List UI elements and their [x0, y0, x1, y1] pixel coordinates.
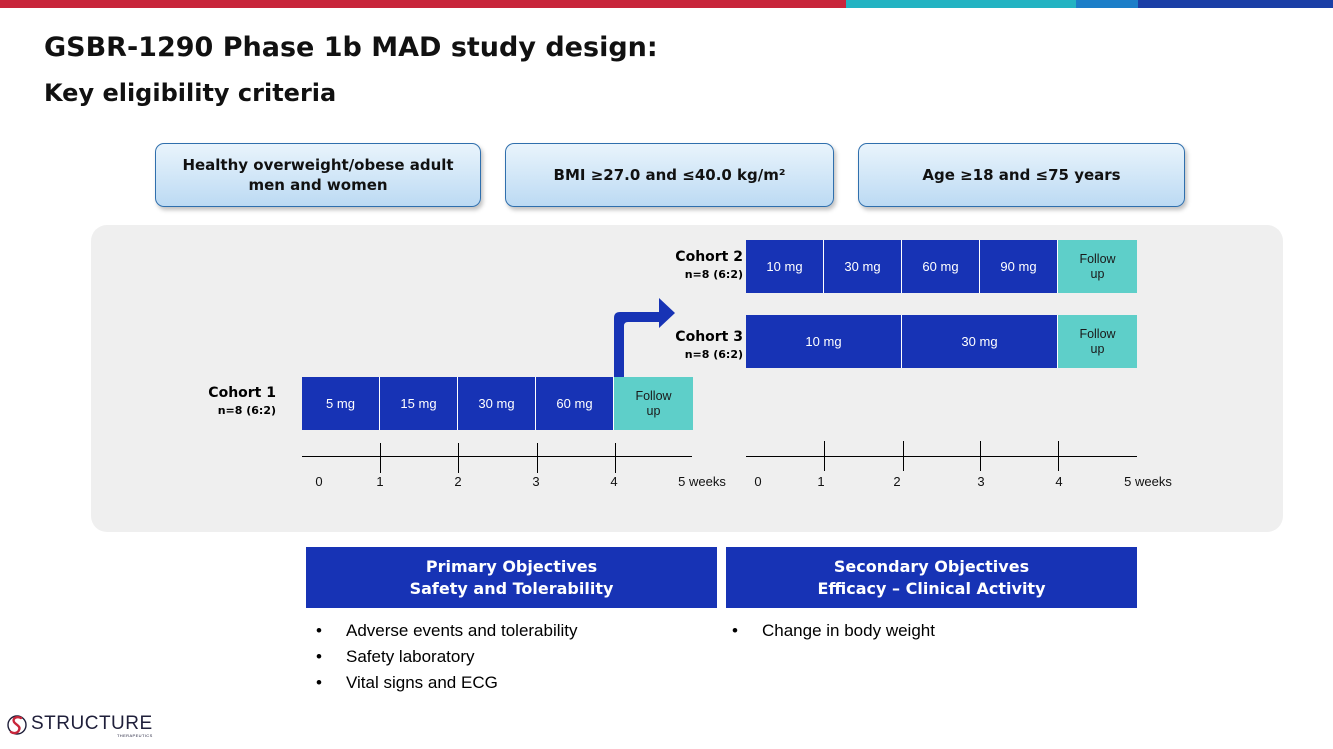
timeline-label: 5 weeks — [678, 474, 726, 489]
cohort-3-label: Cohort 3 n=8 (6:2) — [675, 328, 743, 363]
cohort-1-follow-up: Follow up — [614, 377, 693, 430]
cohort-2-dose-1: 10 mg — [746, 240, 824, 293]
secondary-objectives-subtitle: Efficacy – Clinical Activity — [817, 578, 1046, 598]
cohort-3-name: Cohort 3 — [675, 329, 743, 345]
timeline-tick — [537, 443, 538, 473]
cohort-1-label: Cohort 1 n=8 (6:2) — [208, 384, 276, 419]
page-subtitle: Key eligibility criteria — [44, 79, 337, 107]
timeline-label: 3 — [532, 474, 540, 489]
cohort-2-follow-up: Follow up — [1058, 240, 1137, 293]
cohort-1-size: n=8 (6:2) — [217, 404, 276, 417]
timeline-tick — [903, 441, 904, 471]
criterion-bmi: BMI ≥27.0 and ≤40.0 kg/m² — [505, 143, 834, 207]
timeline-label: 0 — [754, 474, 762, 489]
page-title: GSBR-1290 Phase 1b MAD study design: — [44, 32, 658, 63]
list-item: Vital signs and ECG — [306, 670, 578, 696]
top-bar-teal — [846, 0, 1076, 8]
cohort-1-dose-2: 15 mg — [380, 377, 458, 430]
list-item: Change in body weight — [722, 618, 935, 644]
cohort-2-dose-2: 30 mg — [824, 240, 902, 293]
timeline-tick — [380, 443, 381, 473]
timeline-label: 3 — [977, 474, 985, 489]
logo-sub: THERAPEUTICS — [116, 733, 153, 738]
top-bar-navy — [1138, 0, 1333, 8]
cohort-3-dose-2: 30 mg — [902, 315, 1058, 368]
cohort-2-label: Cohort 2 n=8 (6:2) — [675, 248, 743, 283]
structure-s-icon — [7, 715, 27, 735]
criterion-age: Age ≥18 and ≤75 years — [858, 143, 1185, 207]
criterion-population: Healthy overweight/obese adult men and w… — [155, 143, 481, 207]
cohort-3-follow-up: Follow up — [1058, 315, 1137, 368]
cohort-2-dose-3: 60 mg — [902, 240, 980, 293]
cohort-2-dose-4: 90 mg — [980, 240, 1058, 293]
cohort-2-size: n=8 (6:2) — [684, 268, 743, 281]
company-logo: STRUCTURE THERAPEUTICS — [7, 713, 153, 743]
cohort-1-dose-1: 5 mg — [302, 377, 380, 430]
timeline-label: 4 — [610, 474, 618, 489]
timeline-label: 0 — [315, 474, 323, 489]
cohort-3-size: n=8 (6:2) — [684, 348, 743, 361]
cohort-2-name: Cohort 2 — [675, 249, 743, 265]
cohort-1-name: Cohort 1 — [208, 385, 276, 401]
timeline-tick — [824, 441, 825, 471]
timeline-label: 1 — [817, 474, 825, 489]
secondary-objectives-list: Change in body weight — [722, 618, 935, 644]
timeline-label: 2 — [893, 474, 901, 489]
timeline-tick — [458, 443, 459, 473]
secondary-objectives-title: Secondary Objectives — [833, 556, 1030, 576]
primary-objectives-header: Primary Objectives Safety and Tolerabili… — [306, 547, 717, 608]
timeline-tick — [615, 443, 616, 473]
timeline-label: 2 — [454, 474, 462, 489]
timeline-label: 1 — [376, 474, 384, 489]
secondary-objectives-header: Secondary Objectives Efficacy – Clinical… — [726, 547, 1137, 608]
timeline-tick — [1058, 441, 1059, 471]
primary-objectives-list: Adverse events and tolerability Safety l… — [306, 618, 578, 696]
primary-objectives-subtitle: Safety and Tolerability — [409, 578, 614, 598]
timeline-tick — [980, 441, 981, 471]
cohort-1-dose-4: 60 mg — [536, 377, 614, 430]
top-bar-blue — [1076, 0, 1138, 8]
primary-objectives-title: Primary Objectives — [425, 556, 598, 576]
timeline-label: 4 — [1055, 474, 1063, 489]
timeline-label: 5 weeks — [1124, 474, 1172, 489]
timeline-axis-right — [746, 456, 1137, 457]
top-bar-red — [0, 0, 846, 8]
list-item: Safety laboratory — [306, 644, 578, 670]
logo-name: STRUCTURE — [31, 713, 153, 734]
list-item: Adverse events and tolerability — [306, 618, 578, 644]
cohort-1-dose-3: 30 mg — [458, 377, 536, 430]
timeline-axis-left — [302, 456, 692, 457]
cohort-3-dose-1: 10 mg — [746, 315, 902, 368]
